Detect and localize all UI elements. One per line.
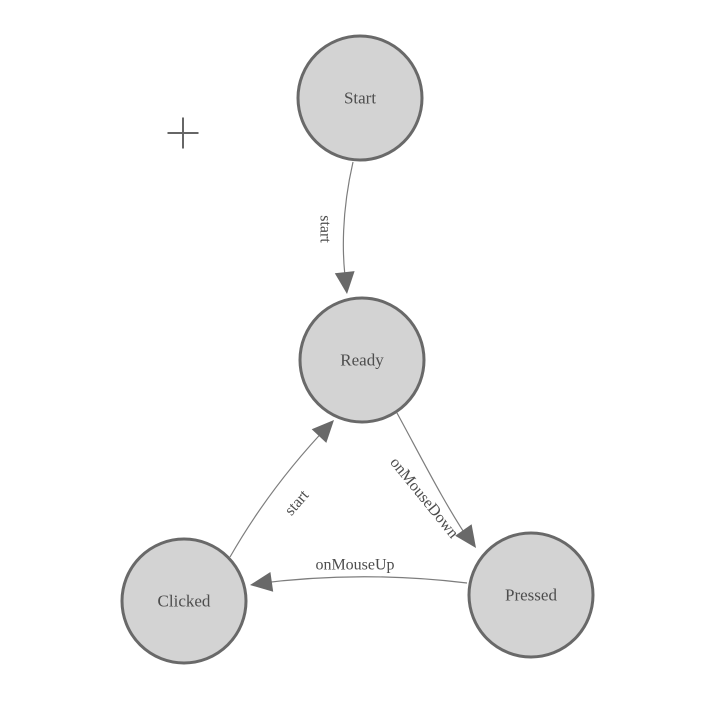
transition-ready-to-pressed[interactable]: onMouseDown: [386, 412, 476, 548]
transition-wire[interactable]: [342, 161, 354, 291]
arrowhead-icon: [250, 572, 274, 592]
arrowhead-icon: [311, 420, 334, 443]
transition-label: start: [317, 215, 334, 243]
state-label: Clicked: [158, 592, 211, 611]
arrowhead-icon: [455, 524, 476, 548]
transition-clicked-to-ready[interactable]: start: [229, 420, 334, 558]
transition-start-to-ready[interactable]: start: [317, 161, 355, 294]
state-node-pressed[interactable]: Pressed: [467, 531, 595, 659]
transition-wire[interactable]: [253, 576, 468, 585]
state-circle[interactable]: [298, 296, 426, 424]
transition-wire[interactable]: [229, 424, 330, 558]
transition-pressed-to-clicked[interactable]: onMouseUp: [250, 557, 468, 592]
transition-label: onMouseUp: [315, 557, 394, 574]
arrowhead-icon: [334, 271, 355, 294]
state-circle[interactable]: [296, 34, 424, 162]
state-circle[interactable]: [120, 537, 248, 665]
state-node-ready[interactable]: Ready: [298, 296, 426, 424]
state-node-clicked[interactable]: Clicked: [120, 537, 248, 665]
state-label: Pressed: [505, 586, 557, 605]
state-label: Start: [344, 89, 376, 108]
crosshair-cursor: [167, 117, 199, 149]
state-label: Ready: [340, 351, 384, 370]
transition-label: onMouseDown: [386, 454, 461, 541]
transition-wire[interactable]: [396, 412, 472, 544]
transition-label: start: [282, 487, 313, 519]
state-node-start[interactable]: Start: [296, 34, 424, 162]
state-circle[interactable]: [467, 531, 595, 659]
